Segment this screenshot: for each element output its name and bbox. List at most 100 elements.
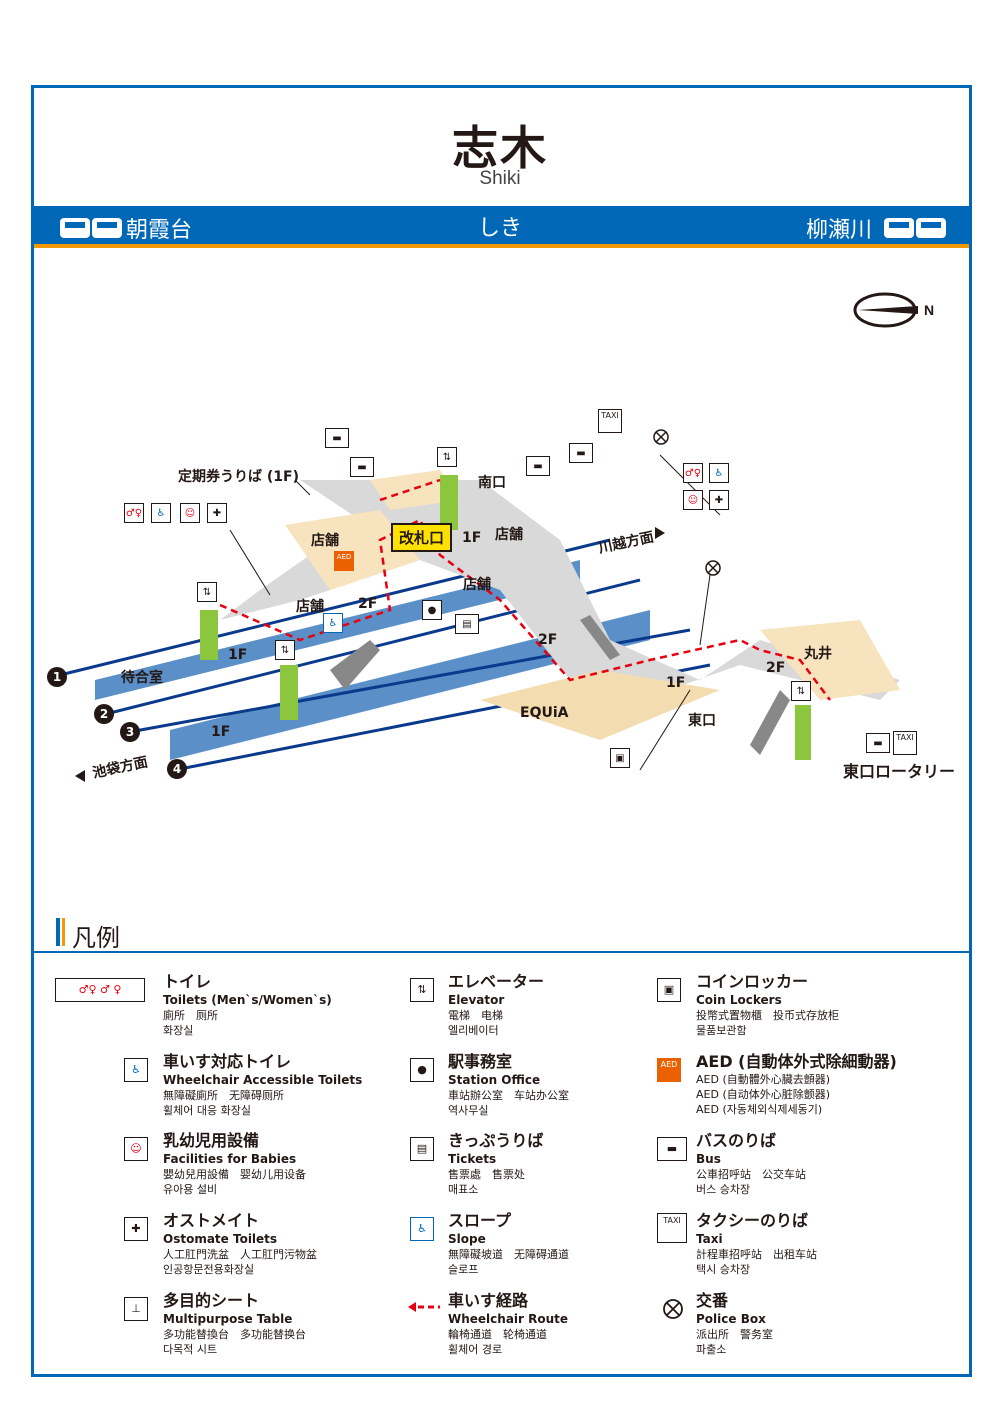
legend-accent — [56, 918, 60, 946]
label-shop: 店舗 — [495, 527, 523, 543]
leader-line — [294, 479, 311, 496]
station-office-icon: ● — [422, 600, 442, 620]
elevator-icon: ⇅ — [437, 447, 457, 467]
label-floor: 2F — [538, 632, 558, 648]
arrow-kawagoe — [655, 527, 665, 539]
equia-area — [480, 670, 720, 740]
police-box-icon — [663, 1299, 683, 1319]
tickets-icon: ▤ — [410, 1137, 434, 1161]
elevator-icon: ⇅ — [410, 978, 434, 1002]
stairs — [580, 615, 620, 660]
legend-item-aed: AED (自動体外式除細動器)AED (自動體外心臟去顫器) AED (自动体外… — [696, 1052, 897, 1116]
wheelchair-toilet-icon: ♿ — [709, 463, 729, 483]
platform-3-4 — [170, 610, 650, 760]
bus-icon: ▬ — [657, 1137, 687, 1161]
arrow-ikebukuro — [75, 770, 85, 782]
ostomate-icon: ✚ — [124, 1217, 148, 1241]
aed-icon: AED — [657, 1058, 681, 1082]
platform-number: 3 — [120, 722, 140, 742]
station-office-icon: ● — [410, 1058, 434, 1082]
elevator-shaft — [440, 475, 458, 530]
elevator-icon: ⇅ — [275, 640, 295, 660]
station-roman: Shiki — [479, 168, 521, 189]
taxi-icon: TAXI — [657, 1213, 687, 1243]
coin-locker-icon: ▣ — [657, 978, 681, 1002]
legend-divider — [34, 951, 969, 953]
label-floor: 1F — [211, 724, 231, 740]
wheelchair-toilet-icon: ♿ — [151, 503, 171, 523]
bus-icon: ▬ — [569, 443, 593, 463]
marui-area — [760, 620, 900, 700]
coin-locker-icon: ▣ — [610, 748, 630, 768]
bus-icon: ▬ — [350, 457, 374, 477]
train-icon — [92, 218, 122, 238]
elevator-shaft — [200, 610, 218, 660]
baby-icon: ☺ — [124, 1137, 148, 1161]
baby-icon: ☺ — [683, 490, 703, 510]
label-shop: 店舗 — [296, 599, 324, 615]
label-waiting-room: 待合室 — [121, 670, 163, 686]
label-teiki: 定期券うりば (1F) — [178, 469, 299, 485]
platform-number: 2 — [94, 704, 114, 724]
police-box-icon — [705, 560, 721, 576]
aed-icon: AED — [334, 551, 354, 571]
slope-icon: ♿ — [410, 1217, 434, 1241]
platform-number: 1 — [47, 667, 67, 687]
label-floor: 2F — [358, 596, 378, 612]
train-icon — [60, 218, 90, 238]
prev-station[interactable]: 朝霞台 — [126, 218, 193, 243]
elevator-icon: ⇅ — [197, 582, 217, 602]
label-floor: 1F — [462, 530, 482, 546]
label-shop: 店舗 — [463, 577, 491, 593]
station-hiragana: しき — [477, 216, 522, 241]
compass-icon: N — [853, 292, 934, 328]
platform-number: 4 — [167, 759, 187, 779]
taxi-icon: TAXI — [893, 731, 917, 755]
label-south-exit: 南口 — [478, 475, 506, 491]
label-east-exit: 東口 — [688, 713, 716, 729]
leader-line — [639, 689, 691, 771]
label-equia: EQUiA — [520, 705, 569, 721]
leader-line — [699, 574, 711, 646]
police-box-icon — [653, 429, 669, 445]
label-marui: 丸井 — [804, 646, 832, 662]
shop-area — [285, 510, 420, 590]
next-station[interactable]: 柳瀬川 — [806, 218, 873, 243]
map-frame — [31, 85, 972, 1377]
toilet-icon: ♂♀ — [124, 503, 144, 523]
train-icon — [884, 218, 914, 238]
label-floor: 1F — [228, 647, 248, 663]
wheelchair-route — [379, 478, 441, 502]
label-east-rotary: 東口ロータリー — [843, 762, 956, 781]
label-floor: 2F — [766, 660, 786, 676]
train-icon — [916, 218, 946, 238]
ticket-gate-label: 改札口 — [391, 523, 453, 552]
bus-icon: ▬ — [866, 733, 890, 753]
tickets-icon: ▤ — [455, 614, 479, 634]
ostomate-icon: ✚ — [207, 503, 227, 523]
leader-line — [229, 529, 271, 596]
label-shop: 店舗 — [311, 533, 339, 549]
stairs — [330, 640, 380, 690]
elevator-shaft — [280, 665, 298, 720]
label-floor: 1F — [666, 675, 686, 691]
legend-heading: 凡例 — [72, 924, 120, 952]
bus-icon: ▬ — [526, 456, 550, 476]
station-name: 志木 — [452, 121, 548, 175]
line-bar — [34, 206, 969, 244]
toilet-icon: ♂♀ — [683, 463, 703, 483]
wheelchair-route-icon — [408, 1302, 440, 1312]
stairs — [750, 690, 790, 755]
line-bar-accent — [34, 244, 969, 248]
